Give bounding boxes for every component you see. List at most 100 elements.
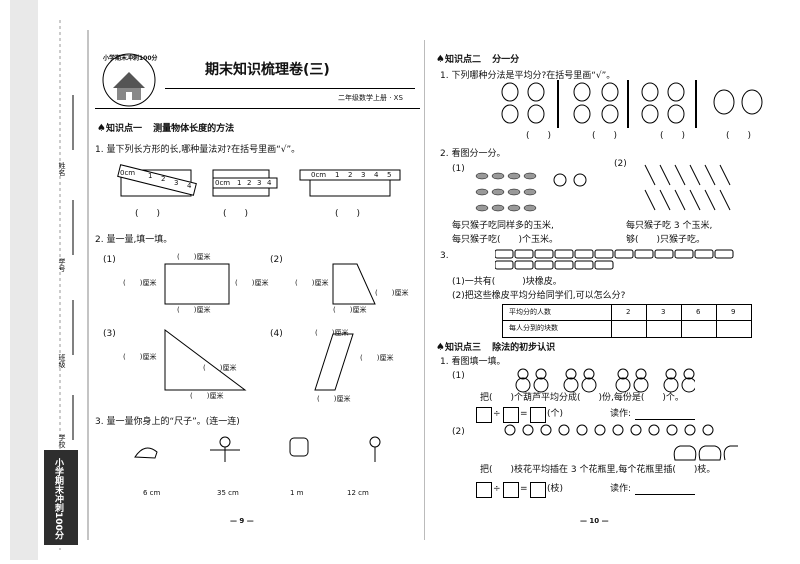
measure-option-3[interactable]: 1 m [290, 489, 304, 497]
ruler1-tick-1: 1 [148, 172, 153, 180]
brand-logo [102, 53, 156, 107]
rect-top-length[interactable]: ( )厘米 [177, 253, 211, 261]
divisor-box-1[interactable] [503, 407, 519, 423]
table-cell: 9 [731, 308, 736, 316]
kp3-heading: ♠知识点三 除法的初步认识 [436, 343, 555, 353]
tri-hyp-length[interactable]: ( )厘米 [203, 364, 237, 372]
kp2-label: 知识点二 [444, 55, 481, 65]
kp1-title: 测量物体长度的方法 [153, 124, 235, 134]
equals-sign: = [520, 484, 528, 494]
flowers-and-vases [504, 424, 738, 461]
r-q1-answer-3[interactable]: ( ) [660, 131, 686, 141]
ruler3-tick-3: 3 [361, 171, 366, 179]
strip-decoration [10, 0, 89, 560]
divisor-box-2[interactable] [503, 482, 519, 498]
r-q2-item-2: (2) [614, 159, 627, 169]
r-q1-answer-2[interactable]: ( ) [592, 131, 618, 141]
rect-bottom-length[interactable]: ( )厘米 [177, 306, 211, 314]
r-q3-1[interactable]: (1)一共有( )块橡皮。 [452, 277, 562, 287]
q2-item-2: (2) [270, 255, 283, 265]
r-q3-number: 3. [440, 251, 449, 261]
measure-option-2[interactable]: 35 cm [217, 489, 239, 497]
divide-sign: ÷ [493, 409, 501, 419]
r-q2-text: 2. 看图分一分。 [440, 149, 506, 159]
ruler3-tick-2: 2 [348, 171, 353, 179]
body-ruler-pictures [134, 436, 381, 462]
quotient-box-2[interactable] [530, 482, 546, 498]
measure-option-1[interactable]: 6 cm [143, 489, 161, 497]
division-table: 平均分的人数 每人分到的块数 2 3 6 9 [502, 304, 752, 338]
q3-text: 3. 量一量你身上的“尺子”。(连一连) [95, 417, 240, 427]
rect-right-length[interactable]: ( )厘米 [235, 279, 269, 287]
q1-answer-1[interactable]: ( ) [135, 209, 161, 219]
r-q1-answer-1[interactable]: ( ) [526, 131, 552, 141]
table-col-divider [646, 305, 647, 337]
ruler1-tick-2: 2 [161, 175, 166, 183]
erasers [495, 249, 734, 270]
ruler1-tick-3: 3 [174, 179, 179, 187]
spade-icon: ♠ [436, 342, 445, 353]
ruler-figures [117, 164, 401, 197]
school-field-label: 学校 [58, 434, 66, 448]
right-page-number: — 10 — [580, 517, 609, 525]
left-page: 小学期末冲刺100分 期末知识梳理卷(三) 二年级数学上册 · XS ♠知识点一… [95, 0, 425, 560]
title-rule [165, 88, 415, 89]
table-col-divider [611, 305, 612, 337]
r-q3-2: (2)把这些橡皮平均分给同学们,可以怎么分? [452, 291, 626, 301]
q1-answer-2[interactable]: ( ) [223, 209, 249, 219]
q1-text: 1. 量下列长方形的长,哪种量法对?在括号里画“√”。 [95, 145, 301, 155]
para-right-length[interactable]: ( )厘米 [360, 354, 394, 362]
dividend-box-2[interactable] [476, 482, 492, 498]
dividend-box-1[interactable] [476, 407, 492, 423]
table-row-divider [503, 320, 751, 321]
kp3-label: 知识点三 [444, 343, 481, 353]
r-q1-text: 1. 下列哪种分法是平均分?在括号里画“√”。 [440, 71, 616, 81]
r-q2-item-1: (1) [452, 164, 465, 174]
table-row1-head: 平均分的人数 [509, 308, 551, 316]
spade-icon: ♠ [97, 123, 106, 134]
table-row2-head: 每人分到的块数 [509, 324, 558, 332]
r-q2-text-1b[interactable]: 每只猴子吃( )个玉米。 [452, 235, 559, 245]
q2-text: 2. 量一量,填一填。 [95, 235, 173, 245]
page-divider [424, 40, 425, 540]
ruler3-tick-4: 4 [374, 171, 379, 179]
strip-badge: 小学期末冲刺100分 [53, 458, 63, 540]
r-q4-text: 1. 看图填一填。 [440, 357, 506, 367]
para-top-length[interactable]: ( )厘米 [315, 329, 349, 337]
q2-item-1: (1) [103, 255, 116, 265]
trap-bottom-length[interactable]: ( )厘米 [333, 306, 367, 314]
trap-left-length[interactable]: ( )厘米 [295, 279, 329, 287]
trap-right-length[interactable]: ( )厘米 [375, 289, 409, 297]
ruler3-tick-1: 1 [335, 171, 340, 179]
read-label-2: 读作: [610, 484, 632, 494]
name-field-label: 姓名 [58, 162, 66, 176]
q2-item-4: (4) [270, 329, 283, 339]
q1-answer-3[interactable]: ( ) [335, 209, 361, 219]
read-answer-line-2[interactable] [635, 485, 695, 495]
r-q4-1-text[interactable]: 把( )个葫芦平均分成( )份,每份是( )个。 [480, 393, 684, 403]
kp1-heading: ♠知识点一 测量物体长度的方法 [97, 124, 234, 134]
tri-left-length[interactable]: ( )厘米 [123, 353, 157, 361]
r-q4-item-1: (1) [452, 371, 465, 381]
measure-option-4[interactable]: 12 cm [347, 489, 369, 497]
table-col-divider [716, 305, 717, 337]
r-q4-2-text[interactable]: 把( )枝花平均插在 3 个花瓶里,每个花瓶里插( )枝。 [480, 465, 716, 475]
r-q1-answer-4[interactable]: ( ) [726, 131, 752, 141]
student-id-field-label: 学号 [58, 258, 66, 272]
kp1-label: 知识点一 [105, 124, 142, 134]
quotient-box-1[interactable] [530, 407, 546, 423]
header-rule [95, 108, 420, 109]
ruler2-label: 0cm [215, 179, 231, 187]
ruler3-label: 0cm [311, 171, 327, 179]
table-cell: 2 [626, 308, 631, 316]
ruler1-tick-4: 4 [187, 182, 192, 190]
grade-subtitle: 二年级数学上册 · XS [338, 94, 403, 102]
para-bottom-length[interactable]: ( )厘米 [317, 395, 351, 403]
r-q2-text-2b[interactable]: 够( )只猴子吃。 [626, 235, 706, 245]
read-answer-line-1[interactable] [635, 410, 695, 420]
rect-left-length[interactable]: ( )厘米 [123, 279, 157, 287]
q2-item-3: (3) [103, 329, 116, 339]
r-q4-item-2: (2) [452, 427, 465, 437]
tri-bottom-length[interactable]: ( )厘米 [190, 392, 224, 400]
ruler1-label: 0cm [120, 169, 136, 177]
